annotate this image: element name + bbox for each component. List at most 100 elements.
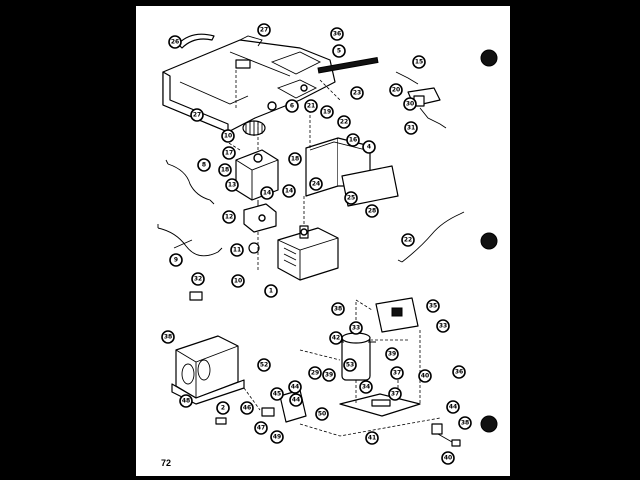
callout: 42 xyxy=(329,331,343,345)
svg-text:10: 10 xyxy=(224,133,232,140)
callout: 16 xyxy=(346,133,360,147)
callout: 45 xyxy=(270,387,284,401)
callout: 44 xyxy=(289,393,303,407)
svg-text:22: 22 xyxy=(340,119,348,126)
callout: 18 xyxy=(218,163,232,177)
callout: 15 xyxy=(412,55,426,69)
svg-text:29: 29 xyxy=(311,370,319,377)
callout: 38 xyxy=(331,302,345,316)
callout: 23 xyxy=(350,86,364,100)
svg-text:11: 11 xyxy=(233,247,241,254)
callout: 5 xyxy=(332,44,346,58)
magnetron xyxy=(277,225,339,281)
svg-text:45: 45 xyxy=(273,391,281,398)
svg-text:38: 38 xyxy=(461,420,469,427)
svg-text:17: 17 xyxy=(225,150,233,157)
svg-text:37: 37 xyxy=(393,370,401,377)
callout: 19 xyxy=(320,105,334,119)
svg-text:24: 24 xyxy=(312,181,320,188)
svg-text:26: 26 xyxy=(171,39,179,46)
wire-harness-lower xyxy=(157,224,223,257)
callout: 10 xyxy=(221,129,235,143)
svg-text:19: 19 xyxy=(323,109,331,116)
svg-text:39: 39 xyxy=(388,351,396,358)
svg-text:2: 2 xyxy=(221,405,225,412)
svg-text:13: 13 xyxy=(228,182,236,189)
callout: 1 xyxy=(264,284,278,298)
callout: 14 xyxy=(282,184,296,198)
callout: 32 xyxy=(191,272,205,286)
coupler xyxy=(248,242,260,254)
svg-text:25: 25 xyxy=(347,195,355,202)
callout: 25 xyxy=(344,191,358,205)
callout: 37 xyxy=(388,387,402,401)
svg-text:1: 1 xyxy=(269,288,273,295)
callout: 46 xyxy=(240,401,254,415)
callout: 38 xyxy=(458,416,472,430)
svg-text:18: 18 xyxy=(291,156,299,163)
callout: 2 xyxy=(216,401,230,415)
svg-text:39: 39 xyxy=(325,372,333,379)
callout: 53 xyxy=(343,358,357,372)
svg-text:49: 49 xyxy=(273,434,281,441)
page-number: 72 xyxy=(161,458,172,468)
callout: 8 xyxy=(197,158,211,172)
callout: 31 xyxy=(404,121,418,135)
callout: 13 xyxy=(225,178,239,192)
callout: 14 xyxy=(260,186,274,200)
svg-text:40: 40 xyxy=(444,455,452,462)
callout: 21 xyxy=(304,99,318,113)
callout: 34 xyxy=(359,380,373,394)
svg-text:9: 9 xyxy=(174,257,178,264)
callout: 36 xyxy=(330,27,344,41)
shelf-rail xyxy=(317,57,379,74)
svg-text:20: 20 xyxy=(392,87,400,94)
callout: 20 xyxy=(389,83,403,97)
svg-text:28: 28 xyxy=(368,208,376,215)
callout: 17 xyxy=(222,146,236,160)
svg-text:14: 14 xyxy=(263,190,271,197)
callout: 24 xyxy=(309,177,323,191)
callout: 26 xyxy=(168,35,182,49)
hv-transformer xyxy=(171,335,245,405)
svg-text:41: 41 xyxy=(368,435,376,442)
callout: 6 xyxy=(285,99,299,113)
svg-text:35: 35 xyxy=(429,303,437,310)
svg-text:38: 38 xyxy=(164,334,172,341)
svg-text:44: 44 xyxy=(292,397,300,404)
svg-text:37: 37 xyxy=(391,391,399,398)
svg-text:5: 5 xyxy=(337,48,341,55)
callout: 28 xyxy=(365,204,379,218)
svg-text:36: 36 xyxy=(333,31,341,38)
svg-text:22: 22 xyxy=(404,237,412,244)
svg-text:38: 38 xyxy=(334,306,342,313)
callout: 30 xyxy=(403,97,417,111)
svg-text:47: 47 xyxy=(257,425,265,432)
svg-text:23: 23 xyxy=(353,90,361,97)
callout: 29 xyxy=(308,366,322,380)
svg-text:31: 31 xyxy=(407,125,415,132)
svg-text:50: 50 xyxy=(318,411,326,418)
svg-text:14: 14 xyxy=(285,188,293,195)
svg-text:44: 44 xyxy=(291,384,299,391)
callout: 10 xyxy=(231,274,245,288)
callout: 41 xyxy=(365,431,379,445)
callout: 11 xyxy=(230,243,244,257)
svg-text:27: 27 xyxy=(193,112,201,119)
svg-text:15: 15 xyxy=(415,59,423,66)
wire-harness-upper xyxy=(165,159,215,205)
svg-text:42: 42 xyxy=(332,335,340,342)
callout: 47 xyxy=(254,421,268,435)
svg-text:53: 53 xyxy=(346,362,354,369)
fan-blade xyxy=(242,120,266,136)
svg-text:46: 46 xyxy=(243,405,251,412)
callout: 27 xyxy=(190,108,204,122)
callout: 50 xyxy=(315,407,329,421)
callout: 38 xyxy=(161,330,175,344)
callout: 22 xyxy=(401,233,415,247)
svg-text:34: 34 xyxy=(362,384,370,391)
svg-text:48: 48 xyxy=(182,398,190,405)
callout: 36 xyxy=(452,365,466,379)
callout: 52 xyxy=(257,358,271,372)
svg-text:33: 33 xyxy=(439,323,447,330)
